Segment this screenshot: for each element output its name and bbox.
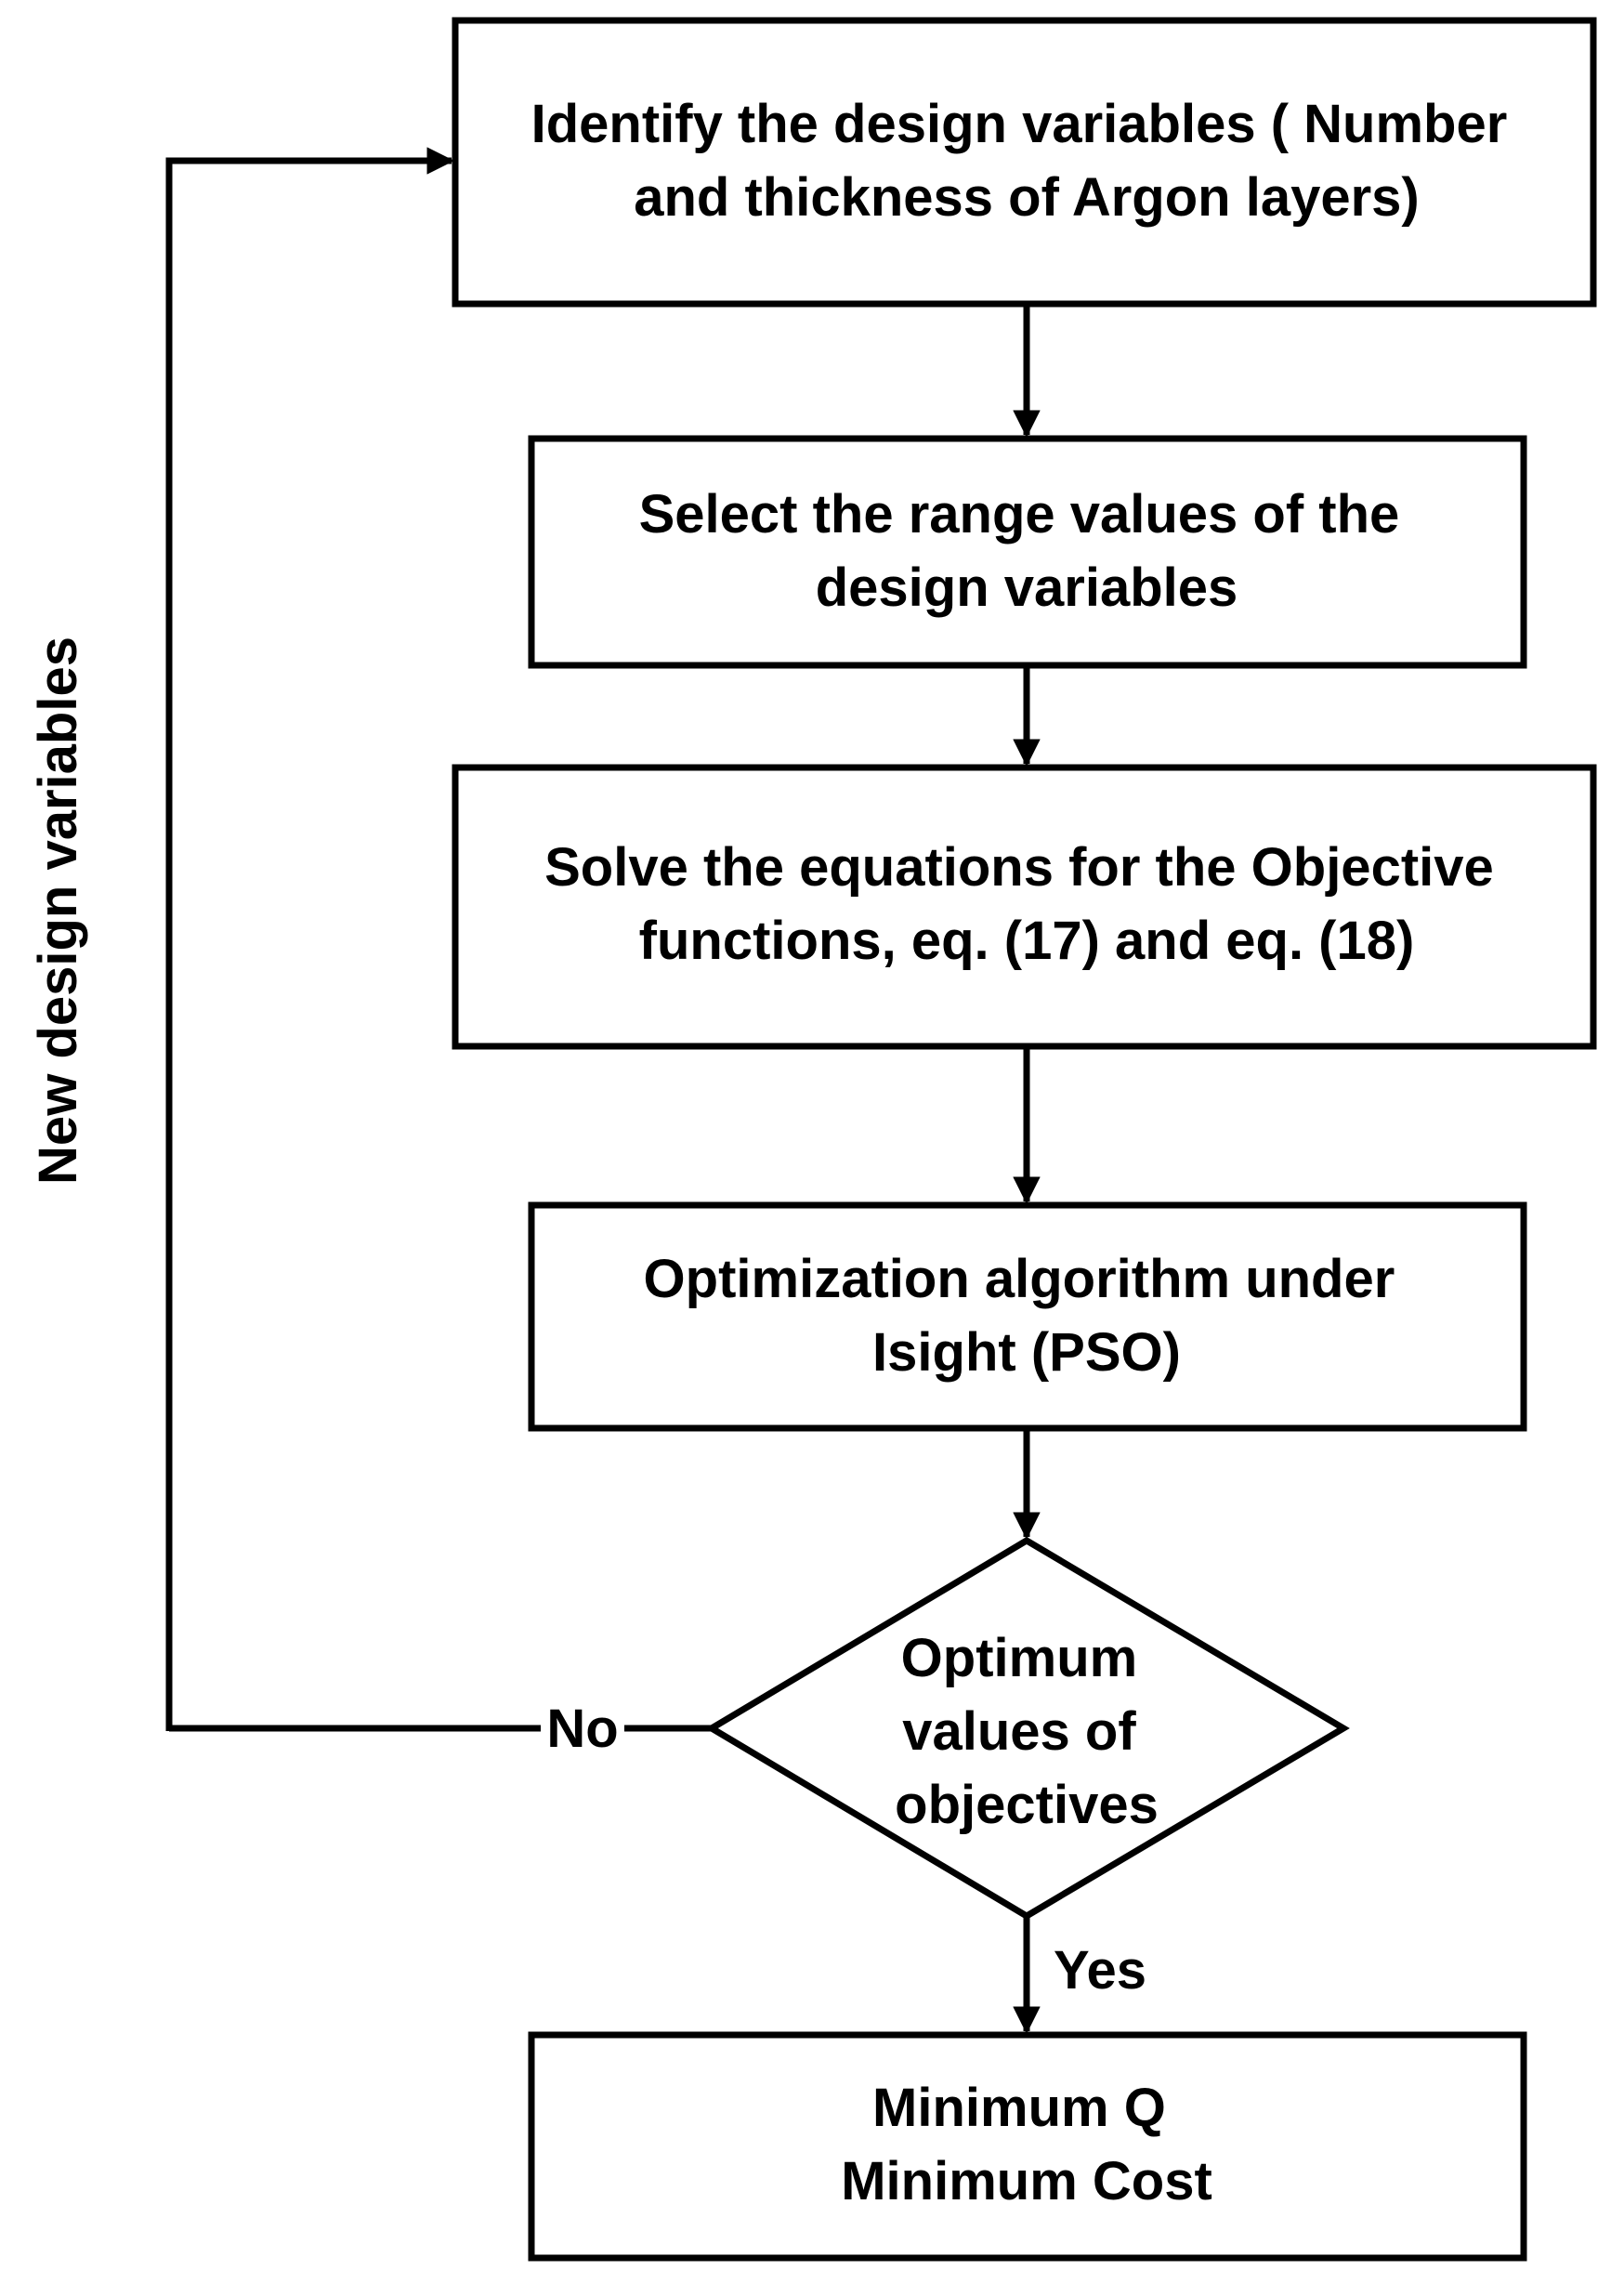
node-step4-box: [528, 1201, 1527, 1432]
loop-label-new-design-variables: New design variables: [28, 636, 88, 1185]
node-step1-box: [452, 17, 1597, 308]
node-decision-label: Optimum values of objectives: [895, 1628, 1159, 1835]
loop-back-arrow: [165, 147, 454, 1731]
edge-label-no: No: [546, 1699, 618, 1759]
node-result-box: [528, 2031, 1527, 2262]
node-step2-box: [528, 435, 1527, 669]
edge-label-yes: Yes: [1054, 1940, 1146, 2001]
node-step2-label: Select the range values of the design va…: [639, 484, 1415, 618]
node-step4-label: Optimization algorithm under Isight (PSO…: [644, 1249, 1410, 1383]
node-result-label: Minimum Q Minimum Cost: [841, 2078, 1212, 2211]
node-step1-label: Identify the design variables ( Number a…: [531, 94, 1523, 228]
node-step3-label: Solve the equations for the Objective fu…: [544, 837, 1509, 971]
node-step3-box: [452, 764, 1597, 1050]
